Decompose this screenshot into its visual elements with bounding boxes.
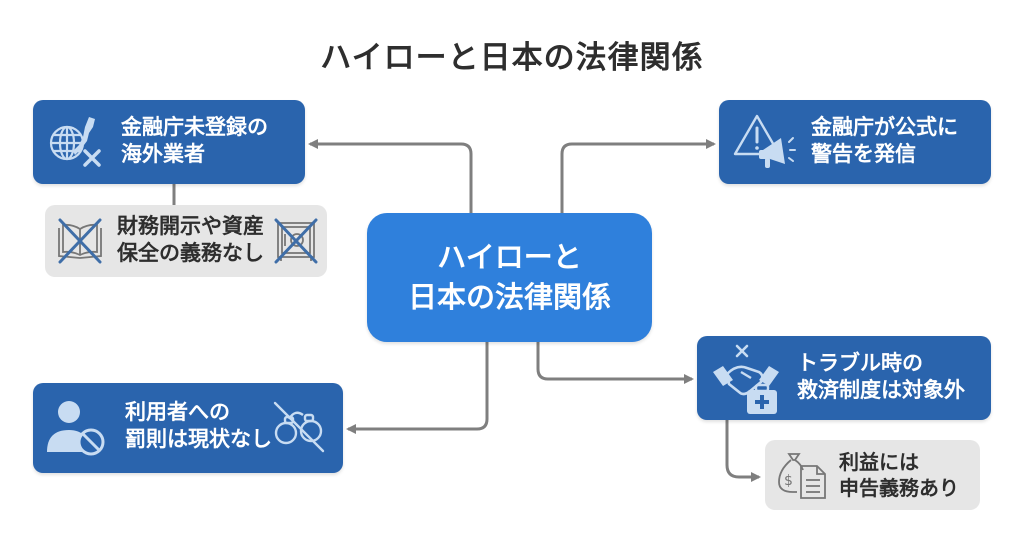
user-prohibited-icon (47, 401, 105, 456)
crossed-handcuffs-icon (273, 401, 325, 453)
node-no-disclosure-line1: 財務開示や資産 (117, 214, 264, 238)
node-no-relief: トラブル時の 救済制度は対象外 (697, 336, 991, 420)
svg-text:$: $ (784, 473, 793, 489)
node-no-user-penalty: 利用者への 罰則は現状なし (33, 383, 343, 473)
globe-japan-cross-icon (49, 117, 101, 167)
connector-to-no-penalty (346, 342, 489, 434)
center-node: ハイローと 日本の法律関係 (367, 213, 652, 342)
node-fsa-warning-line1: 金融庁が公式に (811, 115, 958, 139)
node-unregistered-broker: 金融庁未登録の 海外業者 (33, 100, 305, 184)
node-fsa-warning-line2: 警告を発信 (811, 141, 916, 166)
node-unregistered-line1: 金融庁未登録の (121, 115, 268, 139)
connector-to-no-relief (536, 342, 694, 384)
connector-to-fsa-warning (560, 139, 716, 213)
node-tax-reporting: $ 利益には 申告義務あり (765, 440, 980, 510)
crossed-book-icon (58, 218, 102, 264)
node-fsa-warning: 金融庁が公式に 警告を発信 (719, 100, 991, 184)
handshake-medkit-icon (713, 344, 779, 414)
money-bag-document-icon: $ (778, 453, 826, 499)
node-no-relief-line2: 救済制度は対象外 (797, 377, 965, 402)
node-no-disclosure: 財務開示や資産 保全の義務なし (45, 205, 327, 277)
node-no-penalty-line1: 利用者への (125, 400, 230, 424)
node-no-relief-line1: トラブル時の (797, 351, 923, 375)
center-node-line2: 日本の法律関係 (407, 279, 611, 314)
warning-megaphone-icon (733, 114, 796, 168)
diagram-title: ハイローと日本の法律関係 (320, 40, 704, 76)
node-no-penalty-line2: 罰則は現状なし (125, 426, 272, 451)
node-unregistered-line2: 海外業者 (121, 141, 205, 166)
node-tax-line1: 利益には (839, 450, 919, 474)
crossed-safe-icon (274, 218, 318, 264)
center-node-line1: ハイローと (437, 240, 582, 275)
connector-relief-to-tax (725, 420, 761, 482)
connector-to-unregistered (308, 139, 473, 213)
node-tax-line2: 申告義務あり (839, 476, 959, 500)
node-no-disclosure-line2: 保全の義務なし (117, 241, 264, 266)
